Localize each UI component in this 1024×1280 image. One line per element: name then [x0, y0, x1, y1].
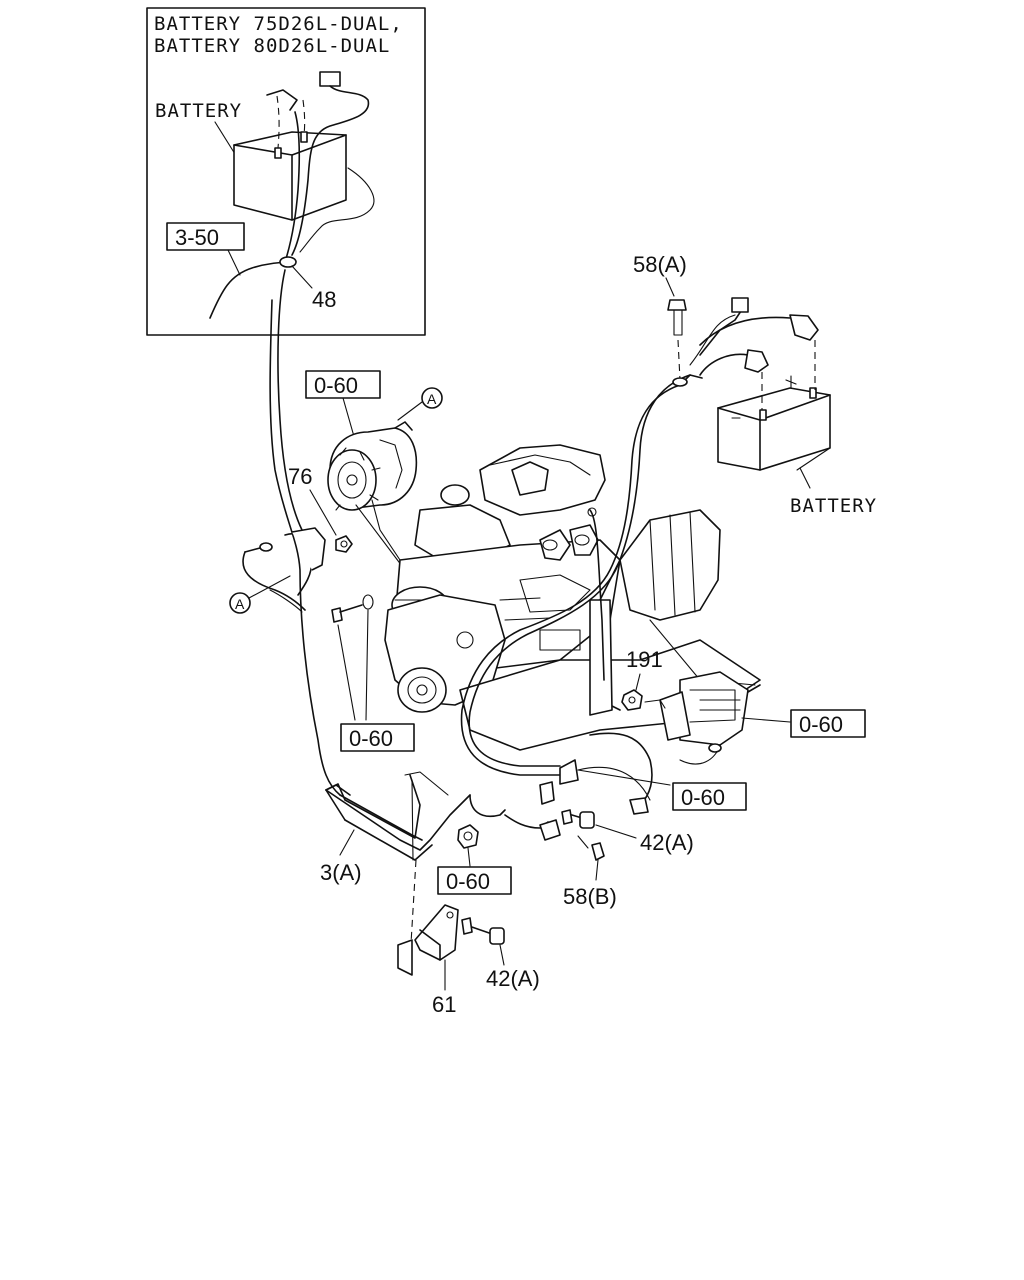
- inset-terminal-dash-1: [276, 95, 280, 149]
- inset-cable-1: [291, 85, 370, 256]
- inset-connector: [319, 71, 341, 87]
- inset-clip-48: [279, 256, 297, 268]
- leader-3a: [339, 829, 355, 856]
- ref-box-bracket-bolt: [340, 723, 415, 752]
- wire-end: [587, 507, 597, 517]
- inset-48-leader: [291, 265, 313, 289]
- starter-motor: 0-60: [659, 671, 866, 765]
- bolt-42a-lower: 42(A): [461, 917, 540, 991]
- inset-terminal-clamp: [266, 89, 298, 111]
- leader-42a-lower: [499, 944, 505, 966]
- inset-ref-leader: [227, 249, 241, 276]
- inset-battery-label: BATTERY: [155, 100, 242, 122]
- alternator: 0-60 A: [305, 370, 443, 591]
- ref-box-cable-clip-text: 0-60: [681, 785, 725, 810]
- main-battery: BATTERY: [717, 340, 877, 517]
- inset-ref-box: [166, 222, 245, 251]
- circle-a-alternator: [421, 387, 443, 409]
- ref-box-bracket-bolt-text: 0-60: [349, 726, 393, 751]
- inset-terminal-dash-2: [302, 99, 306, 136]
- inset-cable-2: [284, 111, 301, 263]
- callout-42a-upper: 42(A): [640, 830, 694, 855]
- callout-42a-lower: 42(A): [486, 966, 540, 991]
- bracket-3a: 3(A): [320, 771, 449, 885]
- ref-box-starter-text: 0-60: [799, 712, 843, 737]
- bracket-61: 61: [397, 904, 459, 1017]
- callout-3a: 3(A): [320, 860, 362, 885]
- positive-cable: [460, 374, 691, 817]
- callout-58b: 58(B): [563, 884, 617, 909]
- inset-frame: [146, 7, 426, 336]
- wire-vertical: [589, 509, 605, 681]
- main-battery-label: BATTERY: [790, 495, 877, 517]
- battery-inset: BATTERY 75D26L-DUAL, BATTERY 80D26L-DUAL…: [146, 7, 426, 336]
- circle-a-terminal-text: A: [235, 596, 245, 612]
- battery-terminals: [679, 297, 819, 386]
- callout-61: 61: [432, 992, 456, 1017]
- inset-title-line2: BATTERY 80D26L-DUAL: [154, 35, 390, 57]
- nut-clip: 0-60: [437, 824, 512, 895]
- inset-title-line1: BATTERY 75D26L-DUAL,: [154, 13, 403, 35]
- ref-box-nut-text: 0-60: [446, 869, 490, 894]
- nut-191: 191: [621, 647, 666, 711]
- ref-box-nut: [437, 866, 512, 895]
- inset-part-48: 48: [312, 287, 336, 312]
- bracket-guide: [411, 779, 414, 861]
- part-76: 76: [288, 464, 353, 553]
- alternator-bracket-bolt: 0-60: [331, 594, 415, 752]
- callout-191: 191: [626, 647, 663, 672]
- bracket-61-dash: [409, 859, 417, 961]
- bolt-58a: 58(A): [633, 252, 688, 387]
- inset-battery-icon: [233, 131, 347, 221]
- inset-ref-box-text: 3-50: [175, 225, 219, 250]
- alternator-terminal: A: [229, 527, 326, 614]
- bolt-58b: 58(B): [504, 814, 617, 909]
- ref-box-cable-clip: [672, 782, 747, 811]
- inset-cable-3: [299, 167, 375, 253]
- circle-a-terminal: [229, 592, 251, 614]
- callout-58a: 58(A): [633, 252, 687, 277]
- circle-a-alternator-text: A: [427, 391, 437, 407]
- engine-block: [384, 444, 761, 751]
- callout-76: 76: [288, 464, 312, 489]
- ref-box-starter: [790, 709, 866, 738]
- starter-cable: 0-60: [539, 732, 747, 815]
- ref-box-alternator-text: 0-60: [314, 373, 358, 398]
- bolt-42a-upper: 42(A): [561, 809, 694, 855]
